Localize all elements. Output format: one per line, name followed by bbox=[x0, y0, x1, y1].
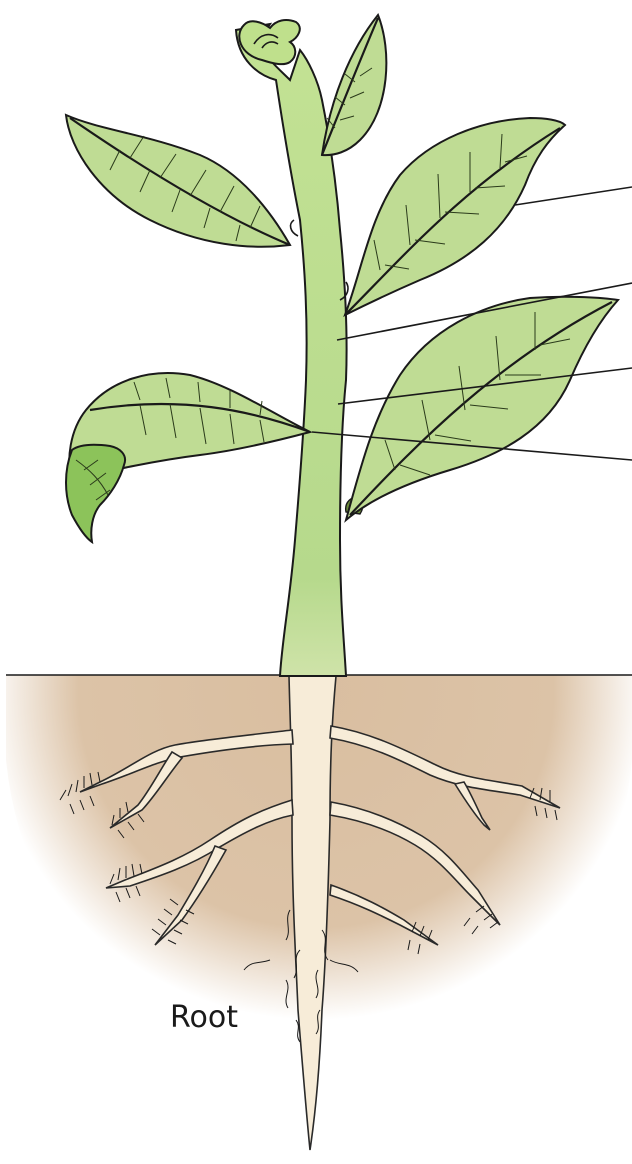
callout-line-leaf bbox=[515, 187, 632, 205]
leaf-upper-left bbox=[66, 115, 290, 247]
root-label: Root bbox=[170, 1000, 238, 1035]
leaf-lower-left bbox=[66, 373, 310, 542]
leaf-top bbox=[322, 15, 386, 155]
leaf-upper-right bbox=[345, 118, 565, 315]
leaf-curled-tip bbox=[66, 445, 125, 542]
